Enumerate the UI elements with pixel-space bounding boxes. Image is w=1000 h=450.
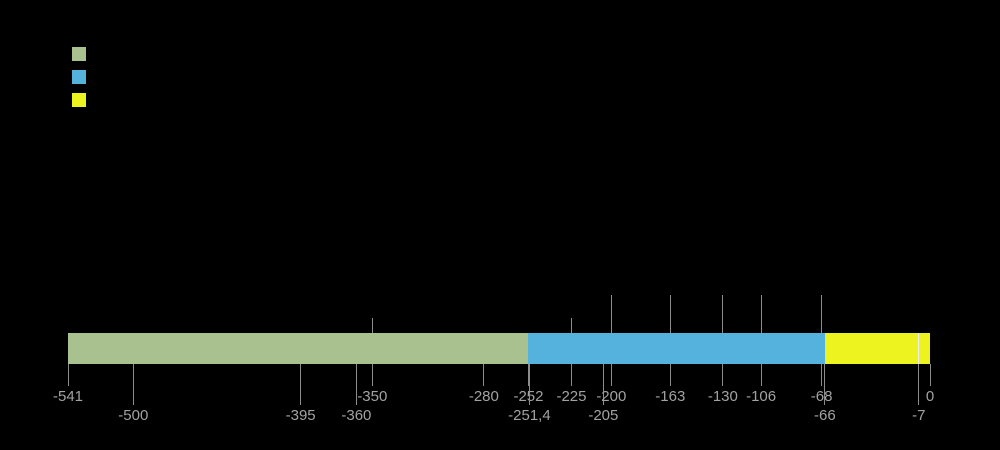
tick-label: -500: [118, 407, 149, 424]
tick-line-below: [918, 364, 920, 405]
timeline-bar: [68, 333, 930, 364]
tick-line-above: [760, 295, 762, 333]
timeline-segment: [528, 333, 825, 364]
tick-label: -251,4: [508, 407, 551, 424]
tick-line-below: [821, 364, 823, 386]
tick-line-below: [824, 364, 826, 405]
tick-line-below: [602, 364, 604, 405]
tick-label: -7: [912, 407, 926, 424]
tick-line-above: [570, 318, 572, 333]
tick-line-below: [610, 364, 612, 386]
legend-era-2: [72, 70, 94, 84]
tick-line-above: [610, 295, 612, 333]
timeline-segment: [68, 333, 529, 364]
tick-line-above: [821, 295, 823, 333]
legend-swatch: [72, 47, 86, 61]
timeline-plot: -541-500-395-360-350-280-252-251,4-225-2…: [53, 295, 934, 445]
tick-line-below: [527, 364, 529, 386]
tick-line-below: [67, 364, 69, 386]
tick-label: -252: [513, 388, 543, 405]
tick-line-above: [722, 295, 724, 333]
tick-label: -360: [341, 407, 372, 424]
tick-line-above: [669, 295, 671, 333]
tick-label: -163: [655, 388, 686, 405]
tick-line-below: [528, 364, 530, 405]
tick-label: -66: [813, 407, 836, 424]
tick-label: -68: [810, 388, 833, 405]
tick-line-below: [760, 364, 762, 386]
tick-line-through: [918, 333, 920, 364]
tick-line-below: [570, 364, 572, 386]
tick-label: -350: [357, 388, 388, 405]
legend-era-1: [72, 47, 94, 61]
tick-line-below: [669, 364, 671, 386]
tick-line-below: [929, 364, 931, 386]
tick-line-below: [355, 364, 357, 405]
tick-label: -225: [556, 388, 587, 405]
tick-line-above: [371, 318, 373, 333]
tick-label: -541: [52, 388, 84, 405]
tick-line-below: [300, 364, 302, 405]
legend: [72, 47, 94, 116]
tick-line-below: [722, 364, 724, 386]
legend-era-3: [72, 93, 94, 107]
tick-label: -205: [588, 407, 619, 424]
legend-swatch: [72, 70, 86, 84]
tick-label: -280: [468, 388, 499, 405]
tick-label: 0: [925, 388, 935, 405]
tick-line-below: [371, 364, 373, 386]
legend-swatch: [72, 93, 86, 107]
tick-line-below: [132, 364, 134, 405]
tick-label: -395: [285, 407, 316, 424]
timeline-segment: [824, 333, 930, 364]
tick-line-below: [483, 364, 485, 386]
tick-label: -130: [707, 388, 738, 405]
tick-label: -200: [596, 388, 627, 405]
tick-label: -106: [746, 388, 777, 405]
